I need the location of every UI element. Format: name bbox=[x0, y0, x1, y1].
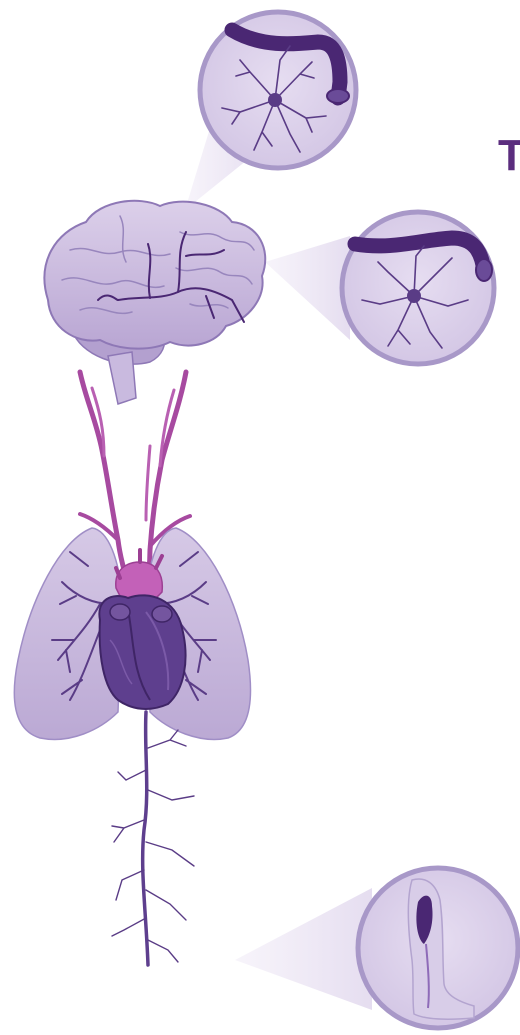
bottom-magnifier-cone bbox=[235, 888, 372, 1010]
leg-vessels-icon bbox=[112, 712, 194, 965]
top-magnifier bbox=[185, 12, 356, 210]
right-magnifier bbox=[265, 212, 494, 364]
bottom-magnifier bbox=[235, 868, 518, 1028]
right-magnifier-cone bbox=[265, 236, 350, 340]
title-fragment: T bbox=[498, 131, 520, 180]
brain-icon bbox=[44, 201, 265, 404]
